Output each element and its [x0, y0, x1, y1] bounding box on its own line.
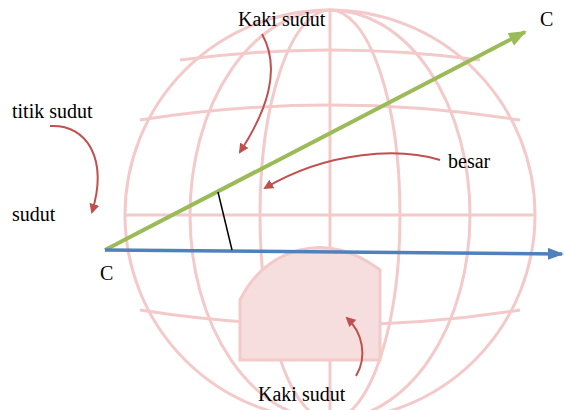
point-label: C	[100, 262, 113, 285]
angle-mark	[218, 192, 232, 250]
leader-arrow	[240, 34, 271, 152]
angle-arm	[105, 250, 562, 254]
point-label: C	[540, 8, 553, 31]
angle-arm	[105, 32, 525, 250]
measure-label: besar	[448, 150, 490, 173]
leader-arrow	[265, 153, 440, 188]
arm-label: Kaki sudut	[238, 8, 325, 31]
angle-label: sudut	[12, 203, 55, 226]
leader-arrow	[50, 126, 98, 212]
arm-label: Kaki sudut	[258, 383, 345, 406]
leader-arrow	[347, 318, 362, 376]
vertex-label: titik sudut	[12, 100, 93, 123]
watermark-globe	[125, 10, 535, 410]
